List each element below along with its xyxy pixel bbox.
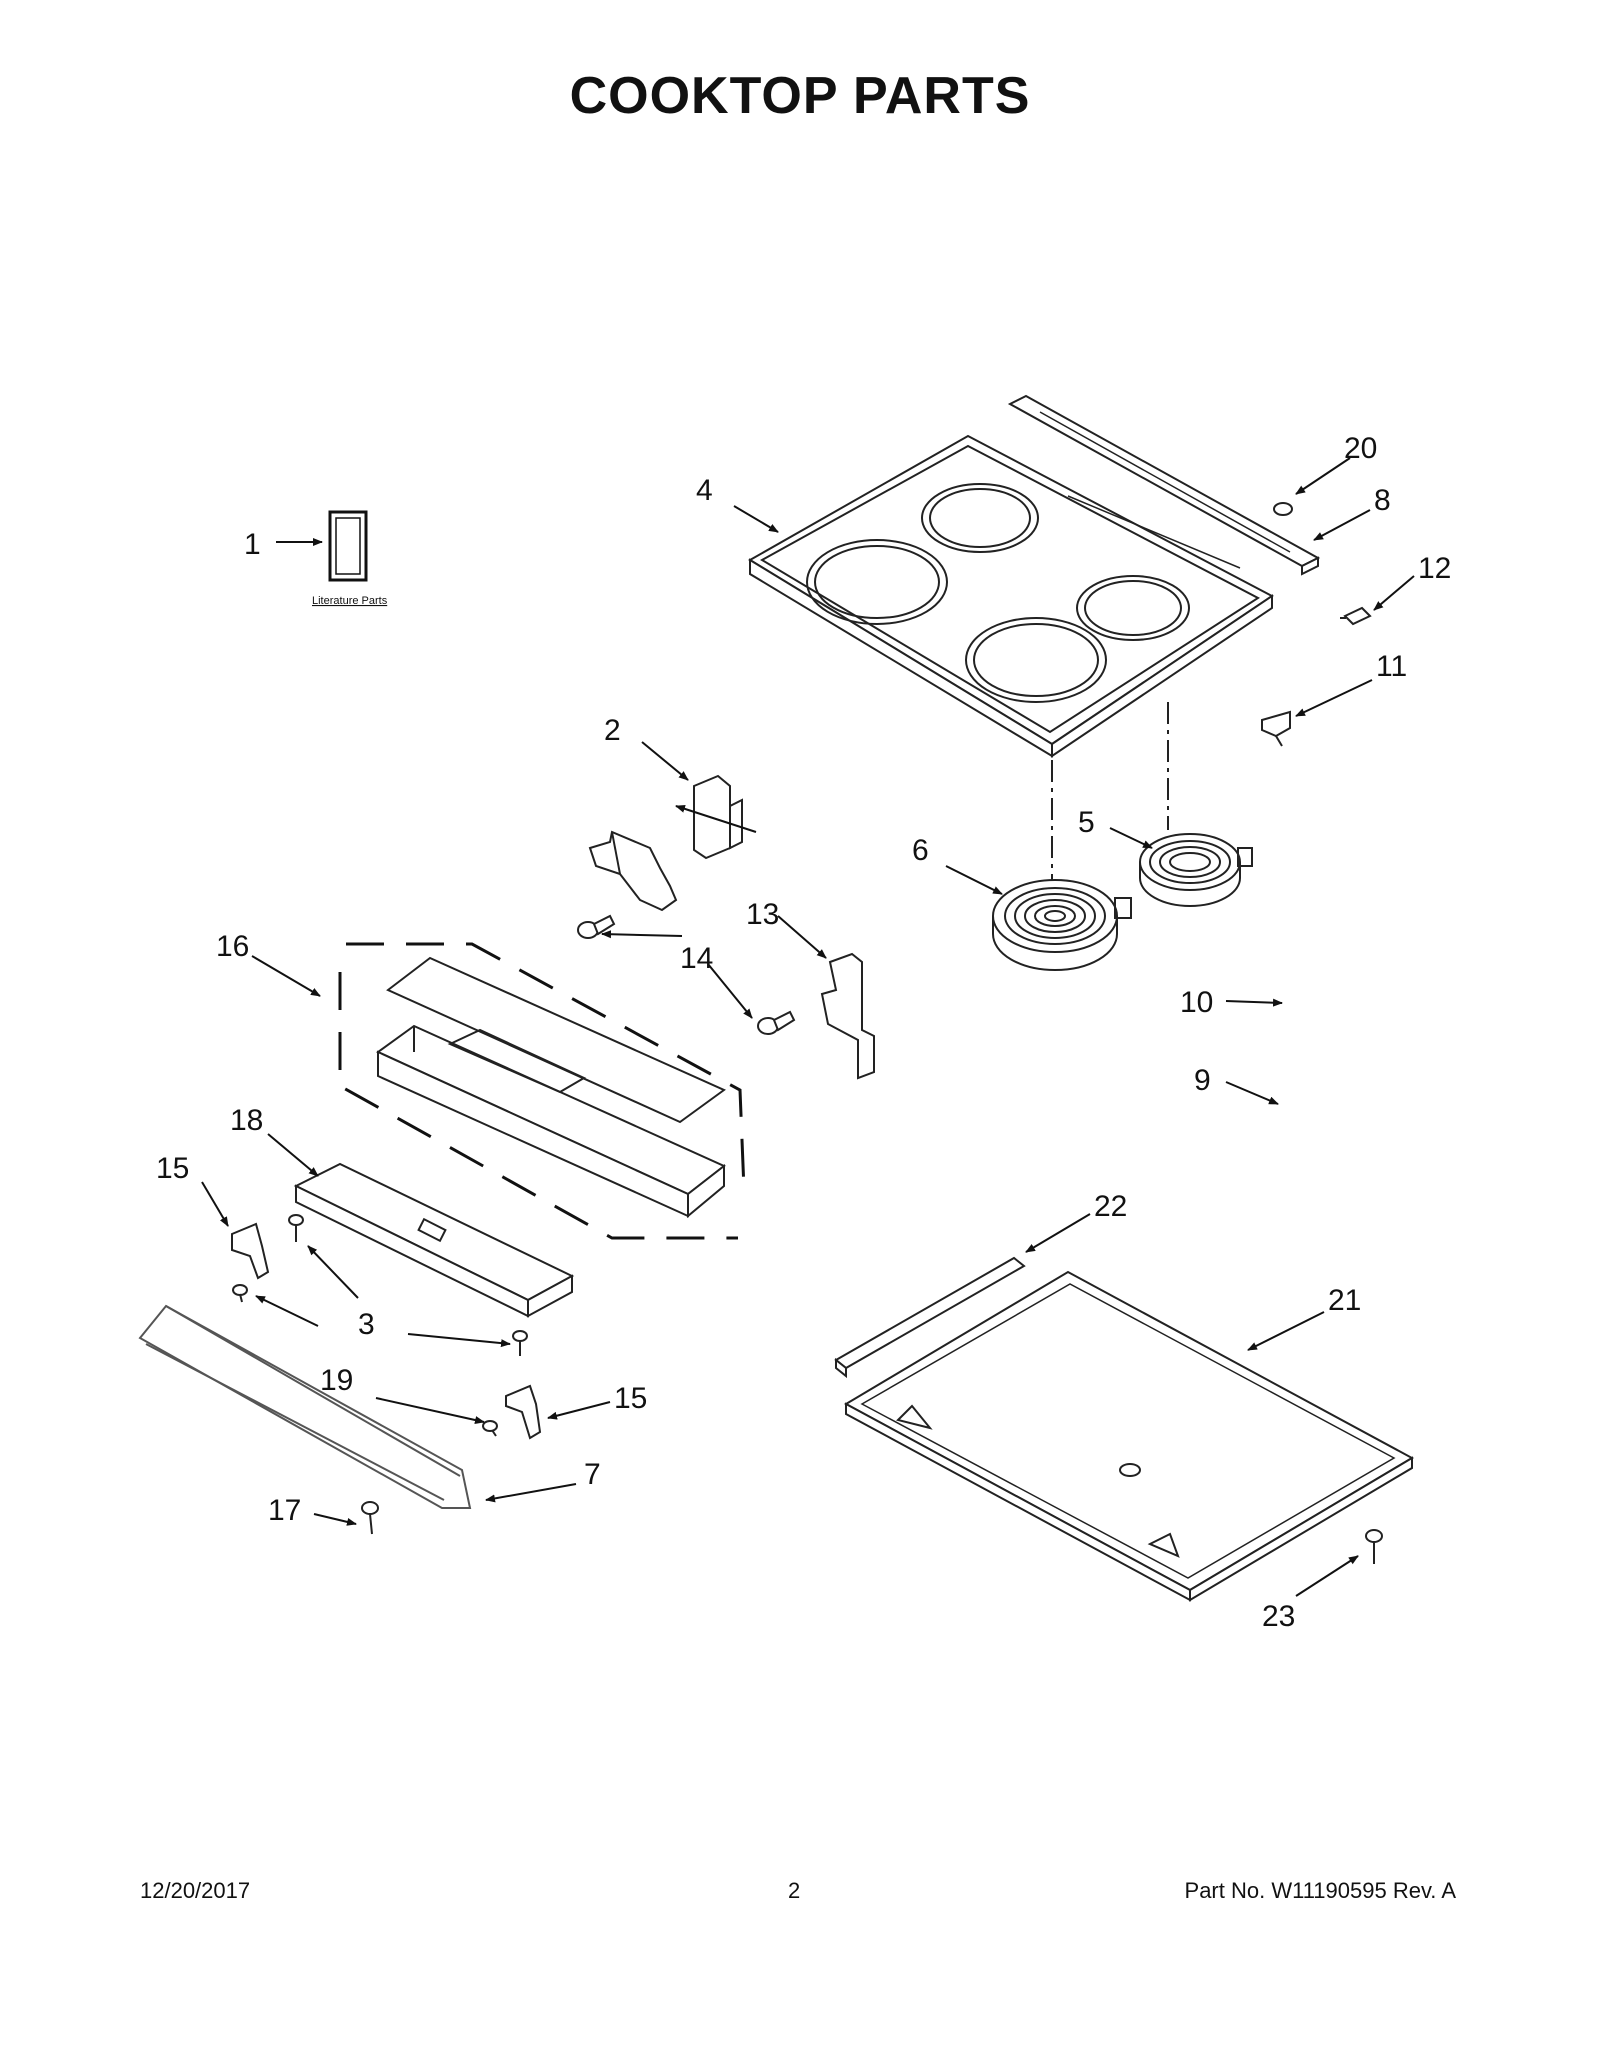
switch-part [1340, 606, 1372, 626]
cooktop-glass-part [748, 434, 1274, 758]
callout-19: 19 [320, 1364, 353, 1397]
callout-18: 18 [230, 1104, 263, 1137]
leader-arrows [201, 457, 1415, 1597]
screw-17-part [361, 1501, 379, 1535]
callout-labels: 1 2 3 4 5 6 7 8 9 10 11 12 13 14 15 15 1… [156, 432, 1451, 1633]
callout-5: 5 [1078, 806, 1095, 839]
callout-17: 17 [268, 1494, 301, 1527]
footer-page-number: 2 [788, 1878, 801, 1903]
callout-21: 21 [1328, 1284, 1361, 1317]
rail-22-part [834, 1256, 1026, 1379]
callout-16: 16 [216, 930, 249, 963]
callout-11: 11 [1376, 650, 1407, 683]
radiant-element-6-part [992, 879, 1132, 971]
callout-20: 20 [1344, 432, 1377, 465]
control-panel-assembly-16-part [376, 956, 726, 1219]
bracket-13-upper-part [588, 830, 678, 912]
callout-15-left: 15 [156, 1152, 189, 1185]
callout-14: 14 [680, 942, 713, 975]
clip-part [1261, 710, 1291, 747]
callout-9: 9 [1194, 1064, 1211, 1097]
callout-4: 4 [696, 474, 713, 507]
footer-date: 12/20/2017 [140, 1878, 251, 1903]
callout-22: 22 [1094, 1190, 1127, 1223]
bracket-15-left-part [231, 1222, 270, 1280]
screw-14-lower-part [757, 1010, 796, 1035]
bracket-13-lower-part [820, 952, 875, 1080]
callout-12: 12 [1418, 552, 1451, 585]
literature-parts-icon [328, 510, 368, 582]
screw-19-part [232, 1284, 498, 1437]
radiant-element-5-part [1139, 833, 1253, 907]
callout-6: 6 [912, 834, 929, 867]
screw-23-part [1365, 1529, 1383, 1564]
callout-2: 2 [604, 714, 621, 747]
footer-part-number: Part No. W11190595 Rev. A [1184, 1878, 1456, 1903]
grommet-part [1273, 502, 1293, 516]
rear-trim-part [1007, 394, 1321, 576]
alignment-lines [1051, 702, 1169, 880]
page-title: COOKTOP PARTS [569, 67, 1031, 125]
bracket-15-right-part [505, 1384, 542, 1440]
literature-parts-label: Literature Parts [312, 595, 388, 607]
callout-3: 3 [358, 1308, 375, 1341]
bracket-2-part [693, 774, 743, 860]
control-housing-18-part [293, 1162, 575, 1318]
callout-15-right: 15 [614, 1382, 647, 1415]
front-trim-7-part [138, 1304, 472, 1509]
callout-1: 1 [244, 528, 261, 561]
support-pan-21-part [843, 1270, 1415, 1602]
screw-14-upper-part [577, 914, 616, 939]
dashed-group-outline [338, 942, 746, 1240]
callout-8: 8 [1374, 484, 1391, 517]
screw-3-part [288, 1214, 528, 1356]
callout-7: 7 [584, 1458, 601, 1491]
callout-23: 23 [1262, 1600, 1295, 1633]
callout-10: 10 [1180, 986, 1213, 1019]
callout-13: 13 [746, 898, 779, 931]
